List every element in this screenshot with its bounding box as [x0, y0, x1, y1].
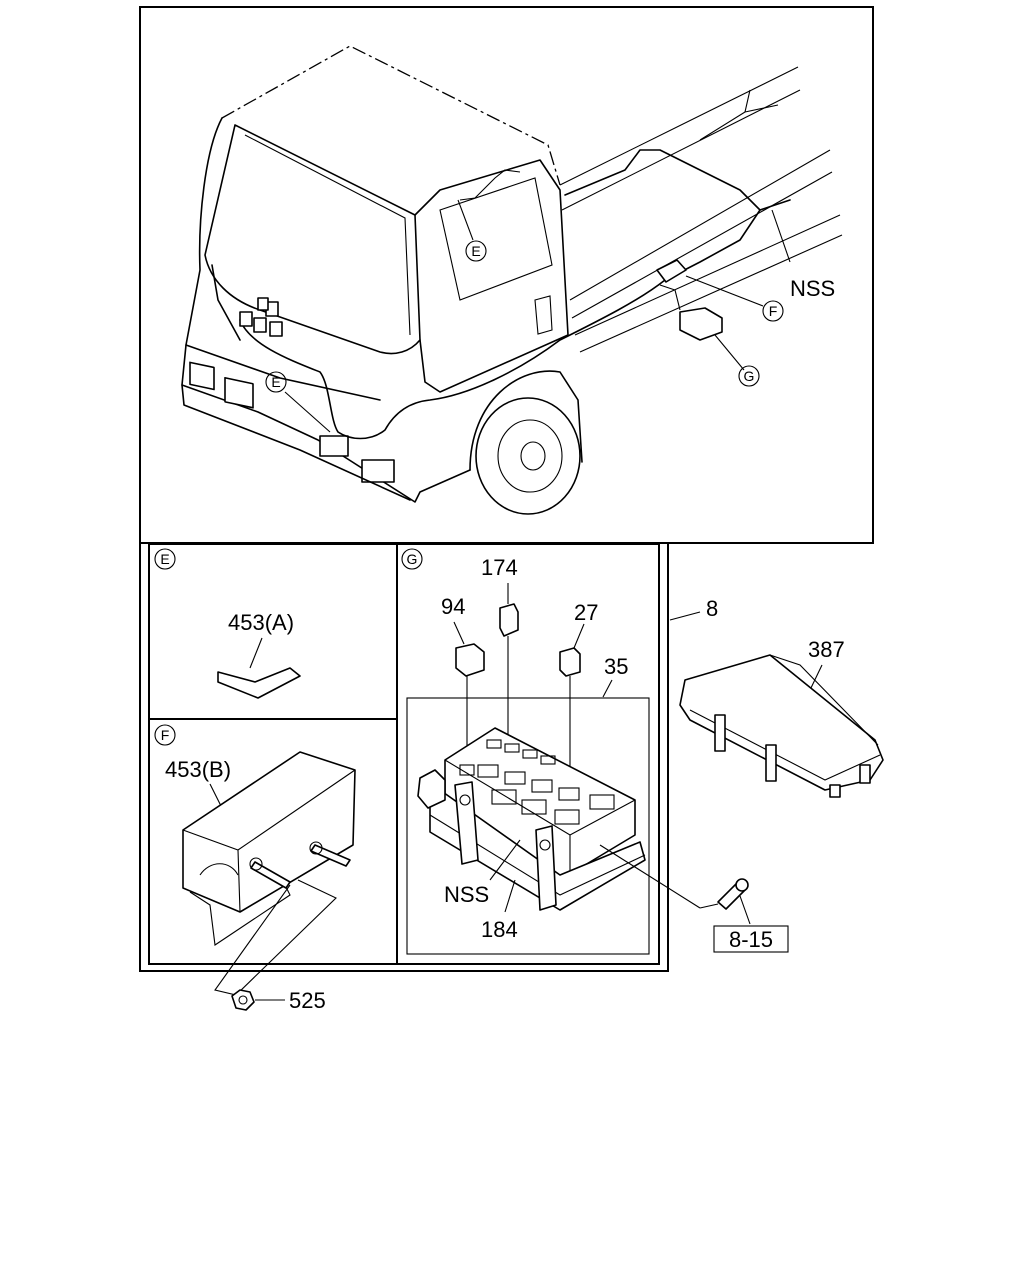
label-387: 387	[808, 637, 845, 662]
cab-outline	[181, 117, 471, 503]
truck-cab-drawing	[181, 45, 843, 515]
label-8: 8	[706, 596, 718, 621]
bracket-453b	[182, 751, 356, 913]
relay-box-f	[656, 259, 687, 283]
wheel-arch	[469, 370, 583, 471]
fuse-slots	[459, 739, 615, 825]
panel-f-badge	[154, 724, 176, 746]
bolt-2	[310, 844, 351, 867]
label-184: 184	[481, 917, 518, 942]
label-174: 174	[481, 555, 518, 580]
door-window	[439, 177, 553, 301]
callout-e-lower-text: E	[271, 374, 280, 390]
cab-roof-outline	[221, 45, 561, 186]
outside-parts: 8 387 8-15 525	[231, 596, 884, 1013]
callout-g-main	[738, 365, 760, 387]
door-outline	[414, 159, 569, 393]
bumper	[181, 384, 411, 501]
fog-lamp-right	[361, 459, 395, 483]
chassis-rail-upper	[559, 66, 801, 211]
front-grille	[185, 264, 381, 401]
label-nss-main: NSS	[790, 276, 835, 301]
headlight-left	[189, 361, 215, 391]
windshield-inner	[244, 134, 411, 336]
panel-g-badge	[401, 548, 423, 570]
nss-line	[771, 209, 791, 263]
label-94: 94	[441, 594, 465, 619]
clip-453a	[217, 667, 301, 699]
harness-upper	[564, 149, 761, 211]
frames	[139, 6, 874, 972]
panel-g-inner-frame	[406, 697, 650, 955]
label-453a: 453(A)	[228, 610, 294, 635]
harness-cab-top	[459, 169, 521, 201]
fuse-block-connector	[417, 769, 446, 809]
front-wheel	[475, 397, 581, 515]
label-nss-g: NSS	[444, 882, 489, 907]
main-callouts: E E F G NSS	[265, 199, 835, 433]
windshield	[204, 124, 421, 355]
panel-g-frame	[396, 543, 660, 965]
label-box-8-15	[713, 925, 789, 953]
callout-e-upper	[465, 240, 487, 262]
wiring-harness	[239, 89, 791, 440]
callout-g-main-text: G	[744, 368, 755, 384]
fog-lamp-left	[319, 435, 349, 457]
cover-387	[679, 654, 884, 791]
callout-e-upper-text: E	[471, 243, 480, 259]
front-wheel-rim	[497, 419, 563, 493]
door-handle	[534, 295, 553, 335]
relay-174	[499, 603, 519, 637]
panel-g: G 174 94 27 35 NSS 184	[401, 548, 646, 942]
mount-bracket-right	[535, 825, 557, 911]
fuse-27	[559, 647, 581, 677]
label-8-15: 8-15	[729, 927, 773, 952]
panel-e: E 453(A)	[154, 548, 301, 699]
callout-f-main	[762, 300, 784, 322]
panel-e-badge	[154, 548, 176, 570]
label-35: 35	[604, 654, 628, 679]
chassis-rail-lower	[574, 214, 843, 353]
harness-drop	[659, 284, 681, 311]
callout-f-main-text: F	[769, 303, 778, 319]
harness-front	[239, 279, 666, 440]
chassis-rail-middle	[569, 149, 833, 319]
label-453b: 453(B)	[165, 757, 231, 782]
label-27: 27	[574, 600, 598, 625]
relay-94	[455, 643, 485, 677]
panel-f-letter: F	[161, 727, 170, 743]
label-525: 525	[289, 988, 326, 1013]
harness-chassis	[664, 199, 791, 281]
harness-rear	[699, 89, 779, 141]
nut-525	[231, 989, 255, 1011]
panel-e-letter: E	[160, 551, 169, 567]
front-connector-cluster	[239, 297, 283, 337]
fuse-box-g	[679, 307, 723, 341]
callout-e-lower	[265, 371, 287, 393]
panel-f: F 453(B)	[154, 724, 356, 996]
panel-g-letter: G	[407, 551, 418, 567]
headlight-right	[224, 377, 254, 409]
front-wheel-hub	[520, 441, 546, 471]
